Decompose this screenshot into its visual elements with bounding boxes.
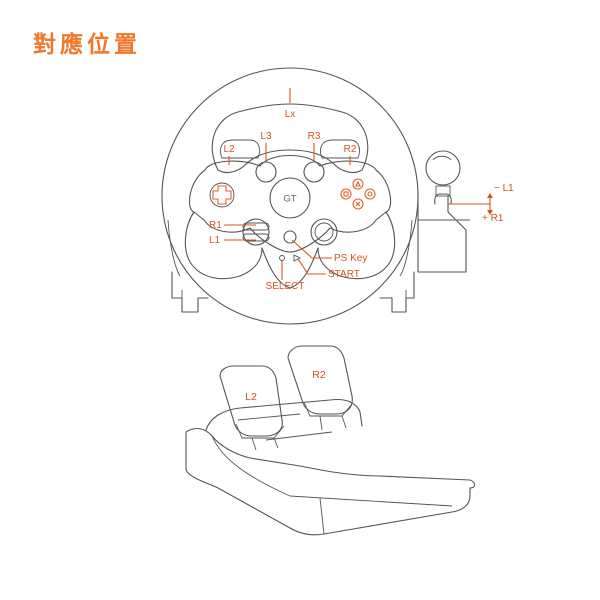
pedal-unit: L2 R2: [185, 345, 476, 536]
square-button[interactable]: [340, 188, 352, 200]
pedal-base: [185, 431, 471, 536]
gt-label: GT: [283, 194, 296, 205]
select-button[interactable]: [279, 255, 285, 261]
r3-button[interactable]: [303, 161, 325, 183]
l3-button[interactable]: [255, 161, 277, 183]
start-button[interactable]: [293, 254, 302, 262]
gear-shifter[interactable]: [417, 150, 470, 273]
callout-l2: L2: [223, 144, 235, 155]
wheel-hub-body: [188, 155, 392, 253]
circle-button[interactable]: [364, 188, 376, 200]
page-title: 對應位置: [33, 32, 141, 58]
face-buttons[interactable]: [340, 178, 376, 210]
r2-pedal[interactable]: R2: [287, 345, 353, 431]
shifter-knob[interactable]: [425, 150, 461, 186]
l2-pedal[interactable]: L2: [219, 365, 285, 451]
shifter-arrow: [448, 193, 493, 215]
r1-l1-buttons[interactable]: [242, 218, 270, 246]
triangle-button[interactable]: [352, 178, 364, 190]
ps-key-button[interactable]: [283, 230, 297, 244]
wheel-hub-bottom: [261, 247, 319, 289]
callout-start: START: [328, 269, 360, 280]
right-analog-button[interactable]: [310, 218, 338, 246]
wheel-hub-top: [211, 103, 369, 174]
callout-r3: R3: [308, 131, 321, 142]
steering-wheel: GT: [161, 67, 419, 325]
callout-lx: Lx: [285, 109, 296, 120]
dpad[interactable]: [209, 182, 235, 208]
callout-l1: L1: [209, 235, 221, 246]
gt-emblem: [269, 177, 311, 219]
cross-button[interactable]: [352, 198, 364, 210]
callout-ps-key: PS Key: [334, 253, 367, 264]
callout-r2: R2: [344, 144, 357, 155]
callout-plus-r1: + R1: [482, 213, 504, 224]
callout-select: SELECT: [266, 281, 305, 292]
callout-r1: R1: [209, 220, 222, 231]
left-spoke: [184, 211, 263, 280]
callout-l3: L3: [260, 131, 272, 142]
l2-paddle[interactable]: [220, 139, 261, 159]
r2-paddle[interactable]: [320, 139, 361, 159]
right-spoke: [317, 211, 396, 280]
pedal-label-l2: L2: [245, 391, 257, 403]
pedal-label-r2: R2: [312, 369, 326, 381]
callout-minus-l1: − L1: [494, 183, 514, 194]
wheel-base: [171, 271, 415, 313]
wheel-callouts: Lx L3 R3 L2 R2 R1 L1 PS Key START SELECT…: [209, 88, 514, 292]
